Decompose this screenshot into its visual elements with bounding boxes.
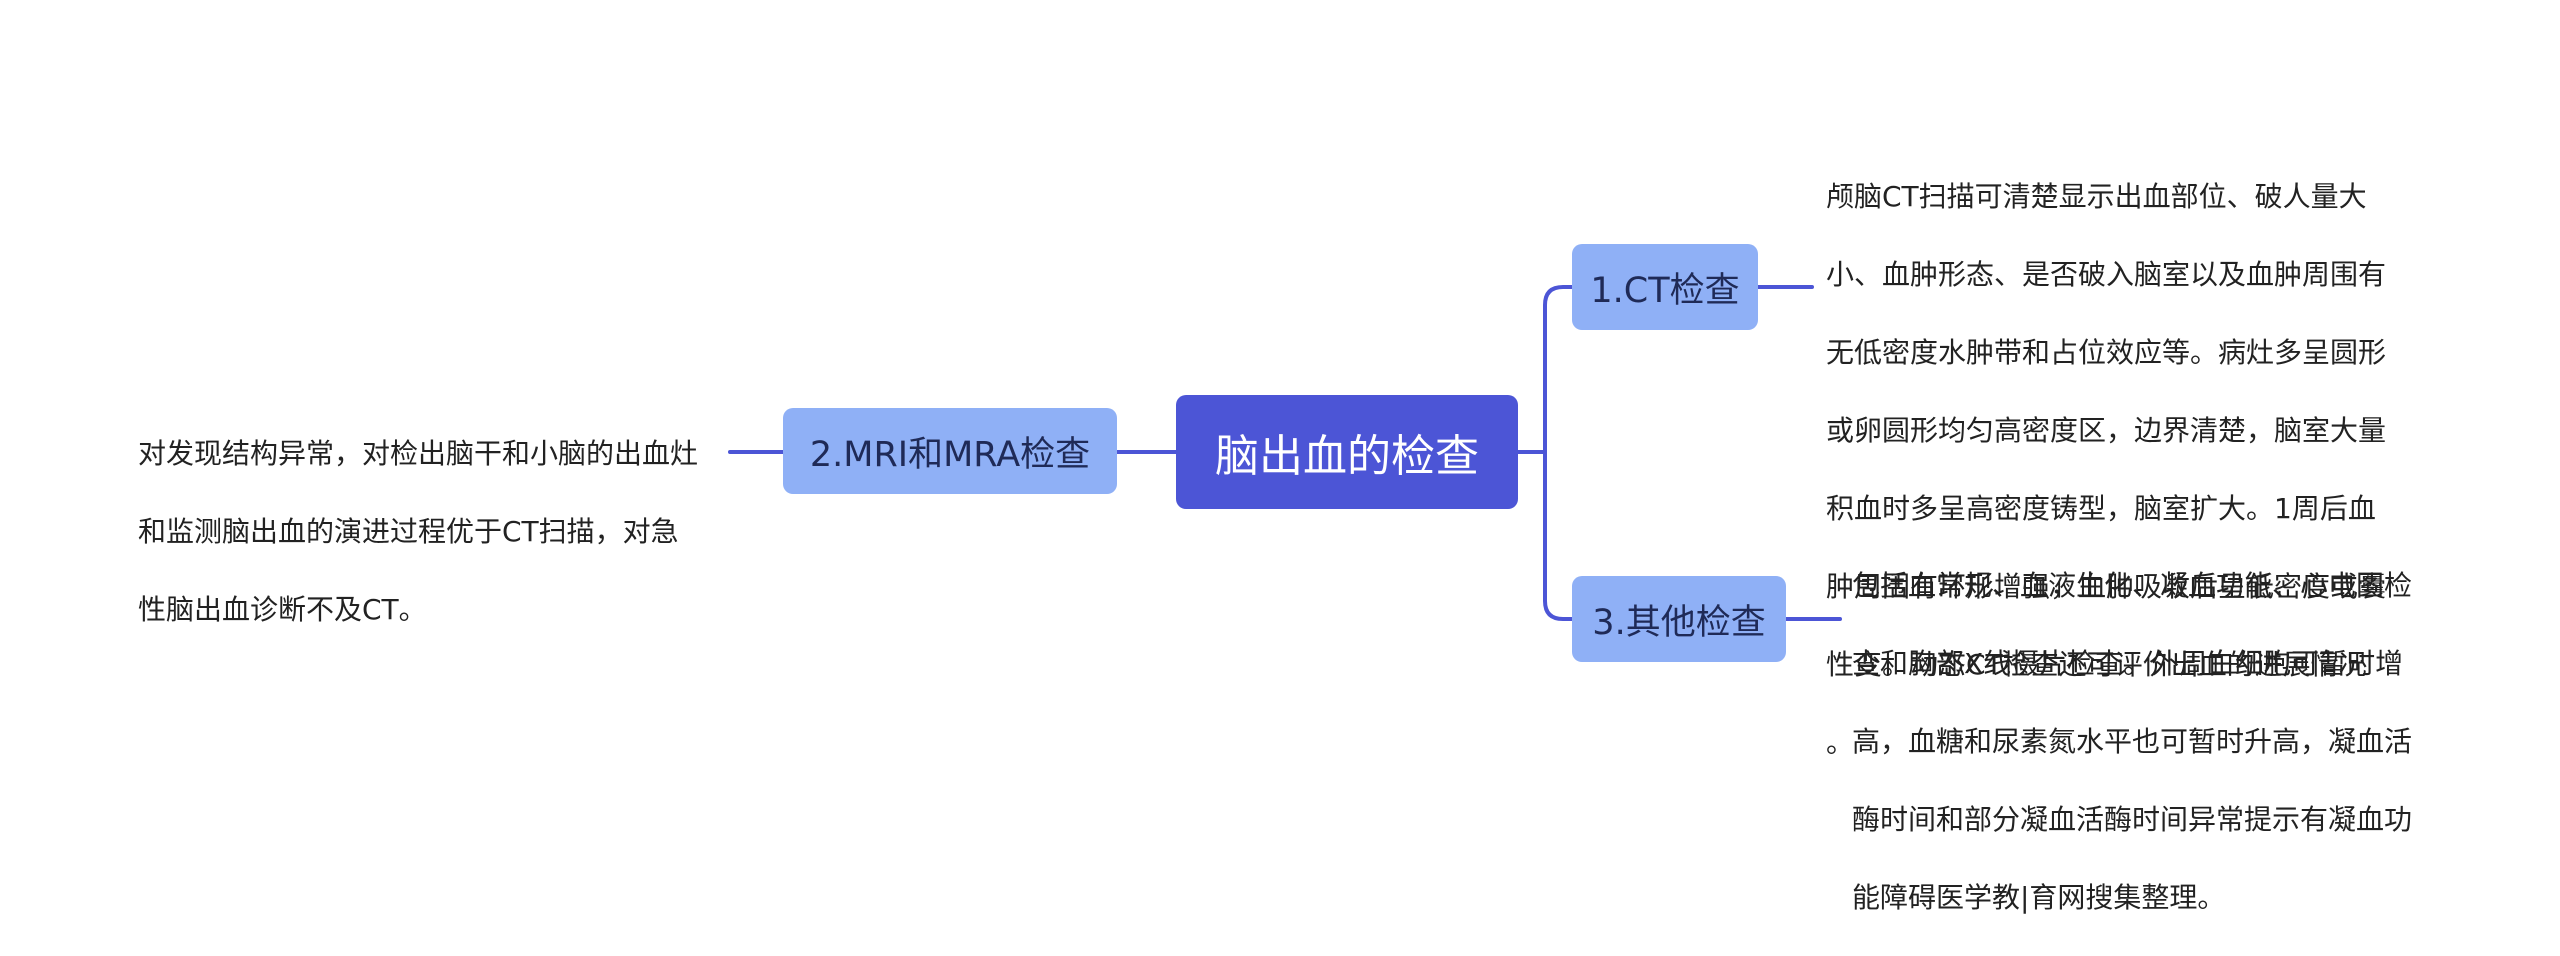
note-line: 小、血肿形态、是否破入脑室以及血肿周围有 bbox=[1826, 258, 2387, 291]
connector-lines bbox=[728, 285, 1842, 621]
connector-fork-other bbox=[1543, 450, 1574, 621]
note-mri-mra-exam: 对发现结构异常，对检出脑干和小脑的出血灶 和监测脑出血的演进过程优于CT扫描，对… bbox=[138, 395, 738, 668]
topic-other-exam[interactable]: 3.其他检查 bbox=[1572, 576, 1786, 662]
note-line: 肿周围有环形增强，血肿吸收后呈低密度或囊 bbox=[1826, 570, 2387, 603]
note-line: 或卵圆形均匀高密度区，边界清楚，脑室大量 bbox=[1826, 414, 2387, 447]
topic-other-exam-label: 3.其他检查 bbox=[1592, 602, 1766, 643]
connector-fork-ct bbox=[1543, 285, 1574, 454]
topic-ct-exam[interactable]: 1.CT检查 bbox=[1572, 244, 1758, 330]
topic-mri-mra-exam[interactable]: 2.MRI和MRA检查 bbox=[783, 408, 1117, 494]
note-line: 高，血糖和尿素氮水平也可暂时升高，凝血活 bbox=[1852, 725, 2413, 758]
root-topic[interactable]: 脑出血的检查 bbox=[1176, 395, 1518, 509]
note-line: 颅脑CT扫描可清楚显示出血部位、破人量大 bbox=[1826, 180, 2367, 213]
note-line: 酶时间和部分凝血活酶时间异常提示有凝血功 bbox=[1852, 803, 2413, 836]
topic-mri-mra-exam-label: 2.MRI和MRA检查 bbox=[809, 434, 1091, 475]
root-topic-label: 脑出血的检查 bbox=[1215, 431, 1479, 482]
note-line: 积血时多呈高密度铸型，脑室扩大。1周后血 bbox=[1826, 492, 2376, 525]
topic-ct-exam-label: 1.CT检查 bbox=[1590, 270, 1740, 311]
note-line: 和监测脑出血的演进过程优于CT扫描，对急 bbox=[138, 515, 679, 548]
note-line: 查和胸部X线摄片检查。外周白细胞可暂时增 bbox=[1852, 647, 2404, 680]
note-line: 对发现结构异常，对检出脑干和小脑的出血灶 bbox=[138, 437, 699, 470]
note-line: 性脑出血诊断不及CT。 bbox=[138, 593, 427, 626]
note-other-exam: 包括血常规、血液生化、凝血功能、心电图检 查和胸部X线摄片检查。外周白细胞可暂时… bbox=[1852, 527, 2442, 956]
note-line: 能障碍医学教|育网搜集整理。 bbox=[1852, 881, 2226, 914]
note-line: 。 bbox=[1826, 726, 1855, 759]
note-line: 性变。动态CT检查还可评价出血的进展情况 bbox=[1826, 648, 2367, 681]
note-line: 无低密度水肿带和占位效应等。病灶多呈圆形 bbox=[1826, 336, 2387, 369]
note-line: 包括血常规、血液生化、凝血功能、心电图检 bbox=[1852, 569, 2413, 602]
note-ct-exam: 颅脑CT扫描可清楚显示出血部位、破人量大 小、血肿形态、是否破入脑室以及血肿周围… bbox=[1826, 138, 2416, 801]
